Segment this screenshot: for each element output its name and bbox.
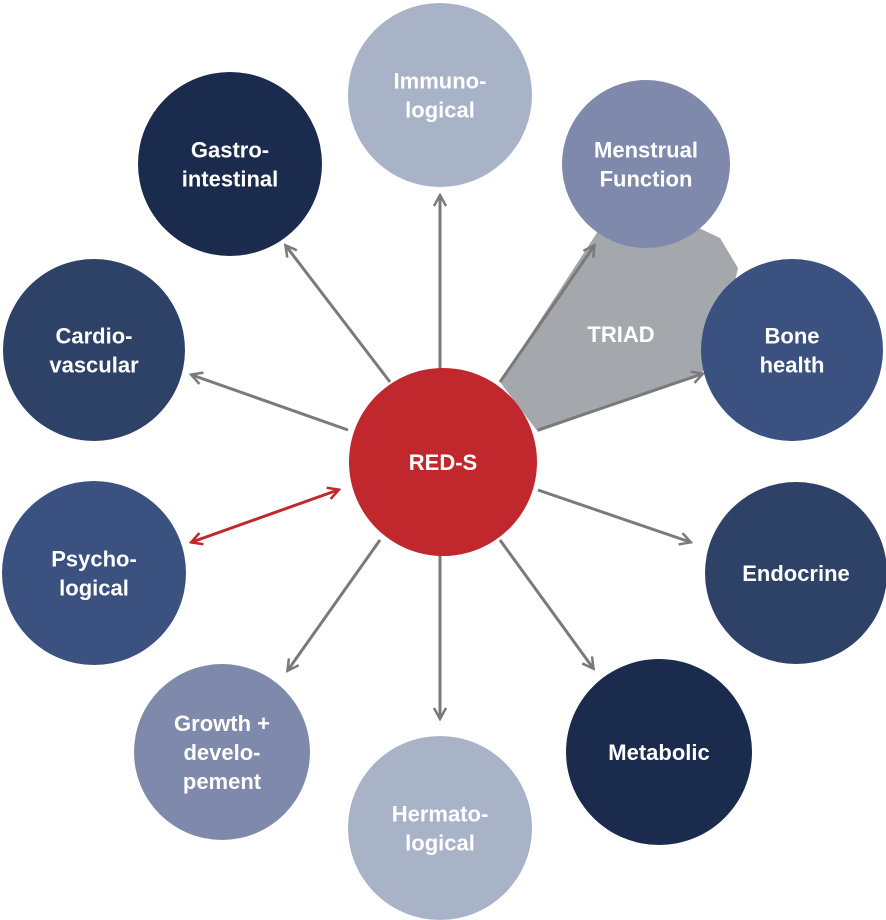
node-cardiovascular: Cardio-vascular (3, 259, 185, 441)
arrow-to-metabolic (498, 539, 593, 668)
node-psychological: Psycho-logical (2, 481, 186, 665)
node-label-bone-health: Bone (765, 324, 820, 349)
triad-label: TRIAD (587, 322, 654, 347)
node-circle-bone-health (701, 259, 883, 441)
center-label: RED-S (409, 450, 477, 475)
node-label-bone-health: health (760, 353, 825, 378)
arrow-to-endocrine (537, 488, 690, 542)
node-circle-menstrual-function (562, 80, 730, 248)
node-label-gastrointestinal: intestinal (182, 167, 279, 192)
node-label-hermatological: Hermato- (392, 802, 489, 827)
node-label-cardiovascular: vascular (49, 353, 139, 378)
center-circle (349, 368, 537, 556)
node-bone-health: Bone health (701, 259, 883, 441)
node-label-gastrointestinal: Gastro- (191, 138, 269, 163)
node-label-psychological: logical (59, 576, 129, 601)
node-label-growth-development: pement (183, 769, 262, 794)
node-label-growth-development: develo- (183, 740, 260, 765)
node-circle-endocrine (705, 482, 886, 664)
node-label-cardiovascular: Cardio- (56, 324, 133, 349)
arrow-to-cardiovascular (192, 375, 349, 432)
node-label-growth-development: Growth + (174, 711, 270, 736)
node-endocrine: Endocrine (705, 482, 886, 664)
node-circle-growth-development (134, 664, 310, 840)
node-label-menstrual-function: Function (600, 167, 693, 192)
arrow-to-gastrointestinal (286, 246, 392, 383)
node-circle-metabolic (566, 659, 752, 845)
arrows-layer (192, 196, 690, 718)
node-circle-cardiovascular (3, 259, 185, 441)
node-label-endocrine: Endocrine (742, 561, 850, 586)
node-hermatological: Hermato-logical (348, 736, 532, 920)
triad-arrow-menstrual (498, 246, 594, 383)
node-label-psychological: Psycho- (51, 547, 137, 572)
node-immunological: Immuno-logical (348, 3, 532, 187)
center-node: RED-S (349, 368, 537, 556)
node-label-metabolic: Metabolic (608, 740, 709, 765)
triad-group: TRIAD (498, 205, 738, 432)
node-growth-development: Growth + develo-pement (134, 664, 310, 840)
node-label-hermatological: logical (405, 831, 475, 856)
nodes-layer: Immuno-logicalMenstrualFunctionBonehealt… (2, 3, 886, 920)
triad-arrow-bone (537, 374, 702, 432)
node-label-menstrual-function: Menstrual (594, 138, 698, 163)
node-circle-psychological (2, 481, 186, 665)
node-metabolic: Metabolic (566, 659, 752, 845)
node-circle-immunological (348, 3, 532, 187)
node-label-immunological: logical (405, 98, 475, 123)
node-circle-gastrointestinal (138, 72, 322, 256)
bidirectional-arrow-psychological (192, 490, 338, 542)
triad-shape (500, 205, 738, 432)
node-gastrointestinal: Gastro-intestinal (138, 72, 322, 256)
node-label-immunological: Immuno- (394, 69, 487, 94)
node-circle-hermatological (348, 736, 532, 920)
arrow-to-growth-development (288, 539, 382, 670)
